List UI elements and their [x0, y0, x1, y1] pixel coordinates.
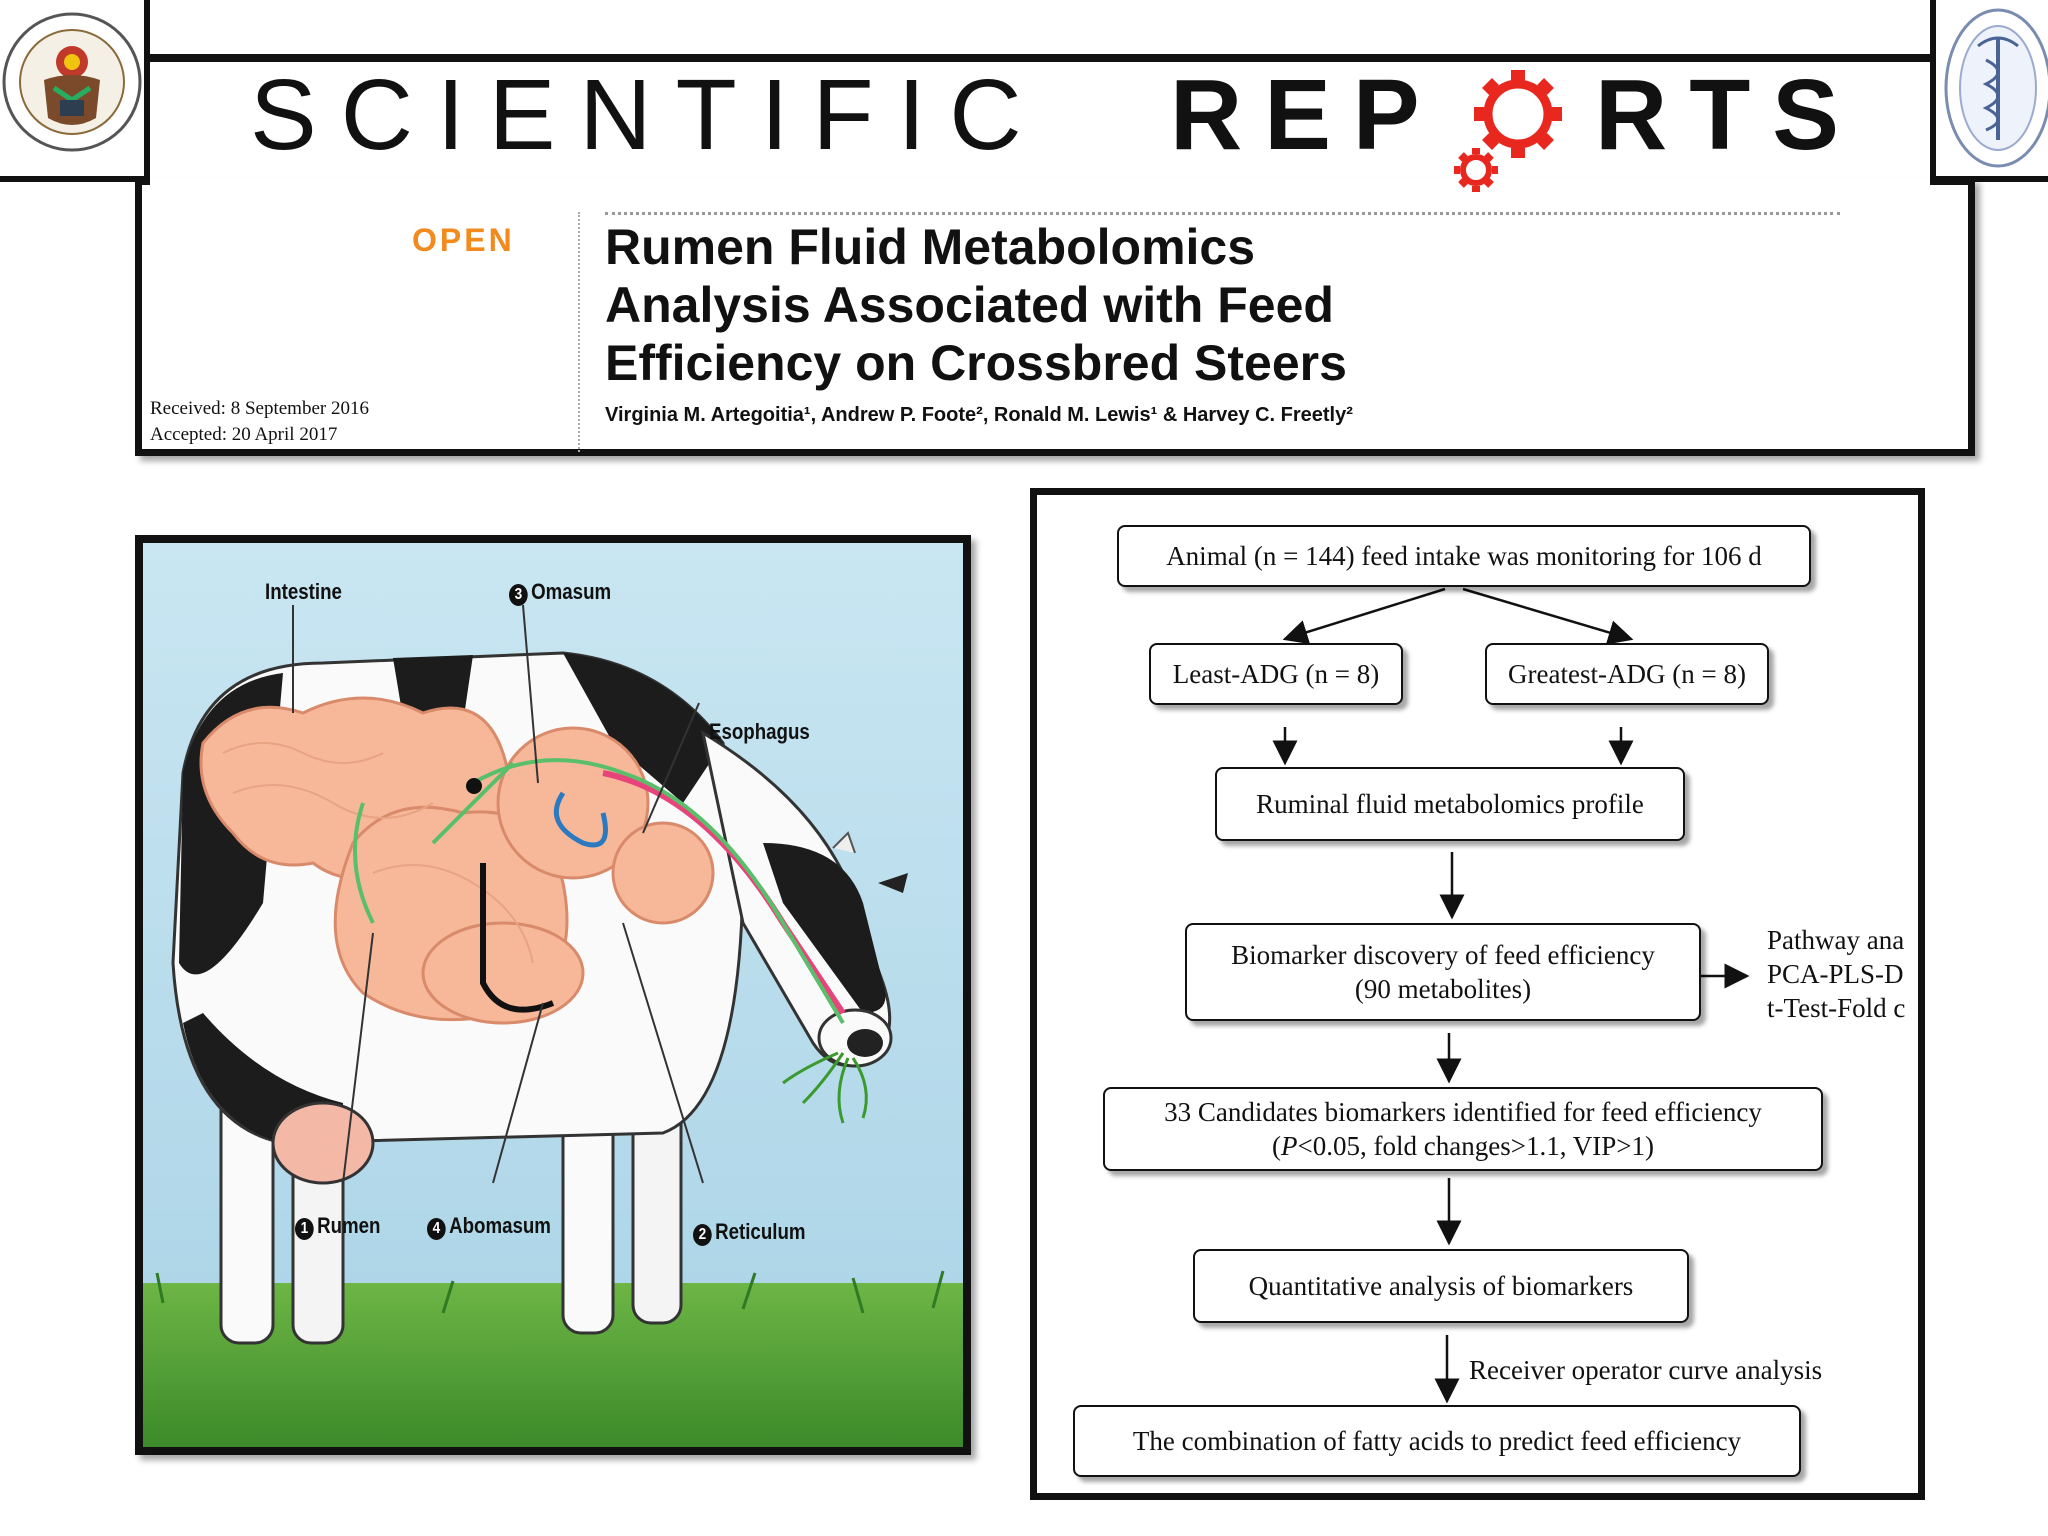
rumen-text: Rumen	[317, 1213, 381, 1238]
omasum-number-badge: 3	[509, 584, 528, 606]
esophagus-label: Esophagus	[709, 719, 810, 744]
metabolomics-profile-text: Ruminal fluid metabolomics profile	[1256, 789, 1644, 819]
right-college-logo	[1930, 0, 2048, 182]
abomasum-number-badge: 4	[427, 1218, 446, 1240]
journal-name-bold-start: REP	[1170, 59, 1442, 171]
analysis-methods-line3: t-Test-Fold c	[1767, 993, 1906, 1023]
accepted-date: Accepted: 20 April 2017	[150, 424, 338, 445]
analysis-methods-line2: PCA-PLS-D	[1767, 959, 1904, 989]
omasum-text: Omasum	[531, 579, 612, 604]
paper-title-line: Efficiency on Crossbred Steers	[605, 335, 1347, 391]
metabolomics-profile-box: Ruminal fluid metabolomics profile	[1215, 767, 1685, 841]
criteria-text: <0.05, fold changes>1.1, VIP>1)	[1297, 1131, 1654, 1161]
flowchart-arrows	[1272, 587, 1750, 1404]
abomasum-text: Abomasum	[449, 1213, 551, 1238]
greatest-adg-text: Greatest-ADG (n = 8)	[1508, 659, 1746, 689]
article-banner	[135, 178, 1975, 456]
least-adg-text: Least-ADG (n = 8)	[1172, 659, 1380, 689]
candidate-biomarkers-box: 33 Candidates biomarkers identified for …	[1103, 1087, 1823, 1171]
left-college-logo	[0, 0, 150, 182]
reticulum-number-badge: 2	[693, 1224, 712, 1246]
cow-illustration	[143, 543, 963, 1447]
biomarker-discovery-box: Biomarker discovery of feed efficiency (…	[1185, 923, 1701, 1021]
journal-name-light: SCIENTIFIC	[250, 59, 1046, 171]
author-list: Virginia M. Artegoitia¹, Andrew P. Foote…	[605, 404, 1353, 426]
header-top-rule	[150, 54, 1930, 62]
intestine-label: Intestine	[265, 579, 342, 604]
p-value-symbol: P	[1281, 1131, 1298, 1161]
animal-monitoring-box: Animal (n = 144) feed intake was monitor…	[1117, 525, 1811, 587]
study-flowchart: Animal (n = 144) feed intake was monitor…	[1030, 488, 1925, 1500]
open-paren: (	[1272, 1131, 1282, 1161]
quantitative-analysis-box: Quantitative analysis of biomarkers	[1193, 1249, 1689, 1323]
quantitative-analysis-text: Quantitative analysis of biomarkers	[1248, 1271, 1634, 1301]
greatest-adg-box: Greatest-ADG (n = 8)	[1485, 643, 1769, 705]
received-date: Received: 8 September 2016	[150, 398, 369, 419]
candidate-biomarkers-line2: (P<0.05, fold changes>1.1, VIP>1)	[1272, 1129, 1654, 1163]
banner-rule-right	[1930, 178, 1975, 185]
banner-rule-left	[135, 178, 150, 185]
biomarker-discovery-line1: Biomarker discovery of feed efficiency	[1231, 940, 1655, 970]
journal-name-bold-end: RTS	[1595, 59, 1861, 171]
column-divider	[578, 212, 580, 452]
rumen-number-badge: 1	[295, 1218, 314, 1240]
gear-logo-icon	[1454, 70, 1562, 192]
fatty-acid-prediction-text: The combination of fatty acids to predic…	[1132, 1426, 1742, 1456]
animal-monitoring-text: Animal (n = 144) feed intake was monitor…	[1166, 541, 1762, 571]
fatty-acid-prediction-box: The combination of fatty acids to predic…	[1073, 1405, 1801, 1477]
open-access-label: OPEN	[412, 222, 515, 258]
paper-title: Rumen Fluid Metabolomics Analysis Associ…	[605, 218, 1905, 392]
least-adg-box: Least-ADG (n = 8)	[1149, 643, 1403, 705]
paper-title-line: Analysis Associated with Feed	[605, 277, 1334, 333]
paper-title-line: Rumen Fluid Metabolomics	[605, 219, 1256, 275]
reticulum-text: Reticulum	[715, 1219, 806, 1244]
title-dotted-rule	[605, 212, 1840, 215]
roc-analysis-label: Receiver operator curve analysis	[1469, 1355, 1823, 1385]
biomarker-discovery-line2: (90 metabolites)	[1354, 974, 1532, 1004]
candidate-biomarkers-line1: 33 Candidates biomarkers identified for …	[1164, 1097, 1762, 1127]
analysis-methods-line1: Pathway ana	[1767, 925, 1905, 955]
